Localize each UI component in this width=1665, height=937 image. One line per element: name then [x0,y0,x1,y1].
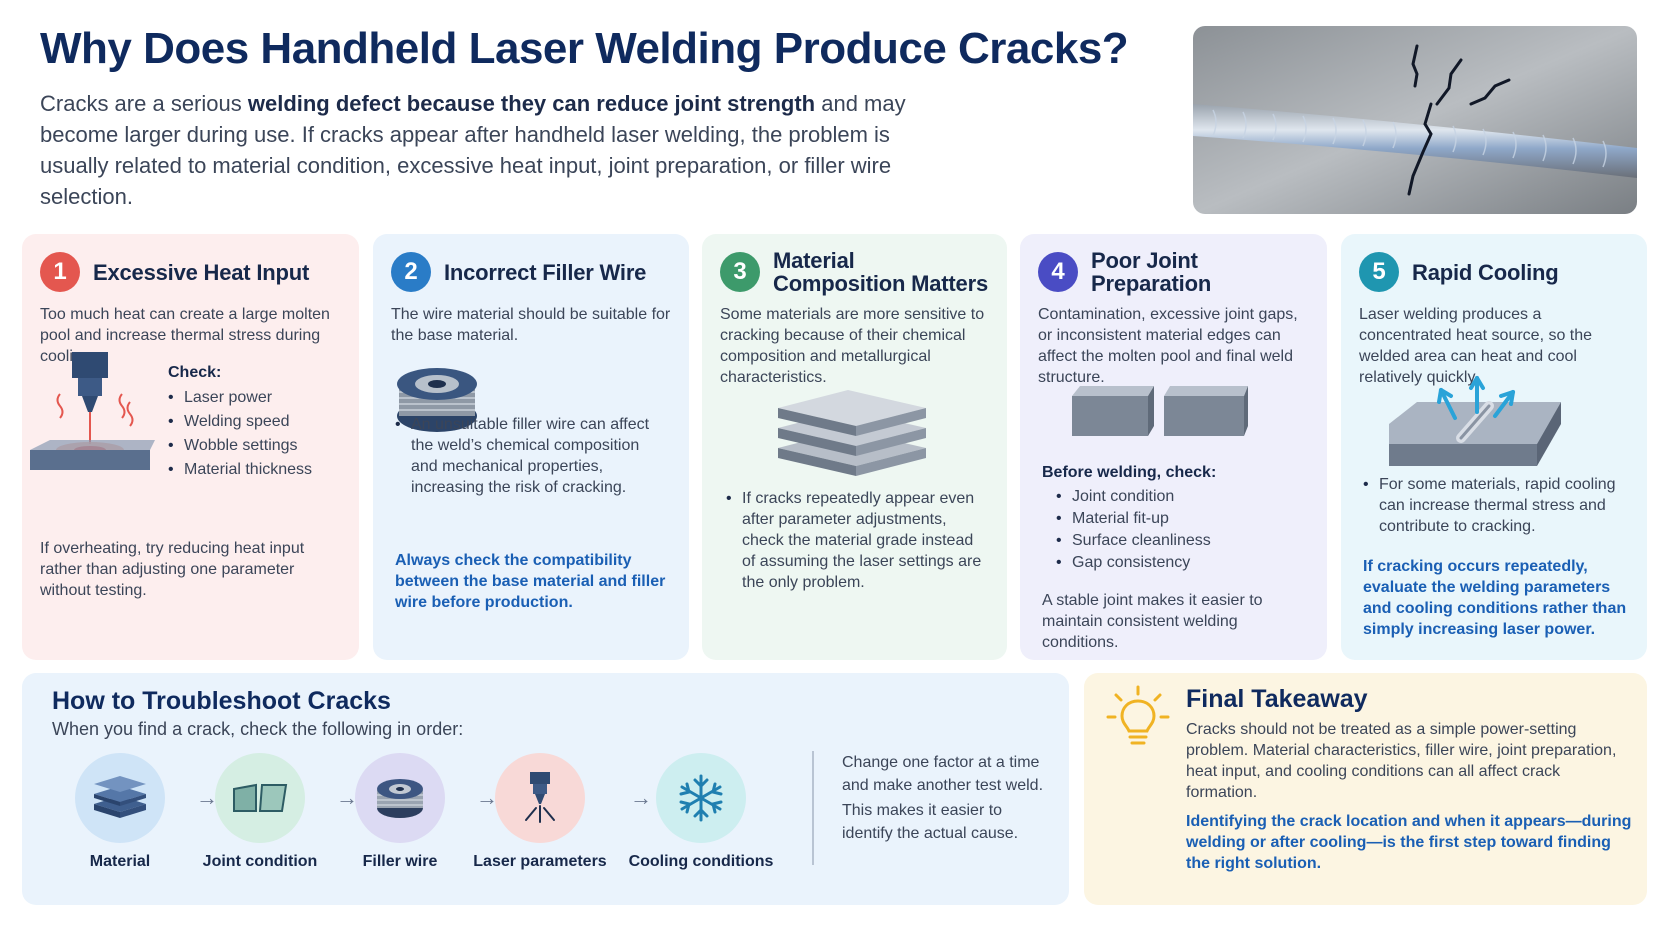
card-description: Contamination, excessive joint gaps, or … [1038,306,1298,386]
list-item: Wobble settings [168,435,312,456]
list-item: Laser power [168,387,312,408]
step-material: Material [50,753,190,871]
troubleshoot-note-1: Change one factor at a time and make ano… [842,754,1044,794]
step-label: Joint condition [202,853,318,870]
troubleshoot-steps: Material → Joint condition → Filler wire… [50,753,810,883]
arrow-right-icon: → [196,785,218,810]
card-header: 3 Material Composition Matters [720,248,989,296]
card-note: If overheating, try reducing heat input … [40,540,305,599]
card-description: Too much heat can create a large molten … [40,306,330,365]
troubleshoot-subtitle: When you find a crack, check the followi… [52,719,464,739]
page-title: Why Does Handheld Laser Welding Produce … [40,24,1129,73]
troubleshoot-note-2: This makes it easier to identify the act… [842,802,1019,842]
card-material-composition: 3 Material Composition Matters Some mate… [702,234,1007,660]
takeaway-highlight: Identifying the crack location and when … [1186,813,1632,872]
takeaway-panel: Final Takeaway Cracks should not be trea… [1084,673,1647,905]
takeaway-body: Cracks should not be treated as a simple… [1186,721,1617,801]
number-badge: 5 [1359,252,1399,292]
card-incorrect-filler-wire: 2 Incorrect Filler Wire The wire materia… [373,234,689,660]
laser-heat-icon [30,352,155,477]
weld-seam-illustration [1193,26,1637,214]
troubleshoot-title: How to Troubleshoot Cracks [52,687,391,715]
intro-post: and may become larger during use. If cra… [40,91,906,209]
number-badge: 4 [1038,252,1078,292]
intro-pre: Cracks are a serious [40,91,248,116]
step-cooling-conditions: Cooling conditions [626,753,776,871]
laser-head-icon [495,753,585,843]
list-item: Surface cleanliness [1056,530,1216,551]
joint-plates-icon [215,753,305,843]
number-badge: 1 [40,252,80,292]
step-label: Laser parameters [473,853,607,870]
card-title: Incorrect Filler Wire [444,259,647,285]
card-note: A stable joint makes it easier to mainta… [1042,592,1263,651]
stacked-plates-icon [778,386,928,487]
number-badge: 3 [720,252,760,292]
step-label: Material [89,853,151,870]
card-title: Rapid Cooling [1412,259,1559,285]
header: Why Does Handheld Laser Welding Produce … [40,20,1160,212]
card-description: Some materials are more sensitive to cra… [720,306,985,386]
card-title: Poor Joint Preparation [1091,248,1212,296]
intro-text: Cracks are a serious welding defect beca… [40,88,910,212]
troubleshoot-note: Change one factor at a time and make ano… [842,751,1057,845]
step-label: Cooling conditions [628,853,774,870]
card-rapid-cooling: 5 Rapid Cooling Laser welding produces a… [1341,234,1647,660]
divider [812,751,814,865]
card-bullet: An unsuitable filler wire can affect the… [395,414,665,498]
list-item: Welding speed [168,411,312,432]
list-item: Material thickness [168,459,312,480]
check-list: Before welding, check: Joint condition M… [1042,462,1216,573]
takeaway-title: Final Takeaway [1186,685,1368,713]
card-title: Excessive Heat Input [93,259,310,285]
card-bullet: If cracks repeatedly appear even after p… [726,488,991,593]
card-description: Laser welding produces a concentrated he… [1359,306,1593,386]
intro-bold: welding defect because they can reduce j… [247,91,816,116]
lightbulb-icon [1106,685,1170,760]
step-label: Filler wire [362,853,438,870]
troubleshoot-panel: How to Troubleshoot Cracks When you find… [22,673,1069,905]
card-highlight: If cracking occurs repeatedly, evaluate … [1363,558,1627,638]
check-label: Check: [168,364,222,381]
joint-plates-icon [1072,386,1252,447]
card-header: 2 Incorrect Filler Wire [391,250,671,294]
cooling-plate-icon [1377,372,1567,477]
card-highlight: Always check the compatibility between t… [395,552,666,611]
arrow-right-icon: → [630,785,652,810]
list-item: Joint condition [1056,486,1216,507]
step-joint-condition: Joint condition [190,753,330,871]
list-item: Material fit-up [1056,508,1216,529]
card-header: 5 Rapid Cooling [1359,250,1629,294]
card-excessive-heat-input: 1 Excessive Heat Input Too much heat can… [22,234,359,660]
card-description: The wire material should be suitable for… [391,306,671,344]
card-bullet: For some materials, rapid cooling can in… [1363,474,1629,537]
card-poor-joint-preparation: 4 Poor Joint Preparation Contamination, … [1020,234,1327,660]
number-badge: 2 [391,252,431,292]
snowflake-icon [656,753,746,843]
step-filler-wire: Filler wire [330,753,470,871]
arrow-right-icon: → [336,785,358,810]
arrow-right-icon: → [476,785,498,810]
weld-crack-photo [1193,26,1637,214]
stacked-plates-icon [75,753,165,843]
card-title: Material Composition Matters [773,248,988,296]
check-label: Before welding, check: [1042,464,1217,481]
card-header: 4 Poor Joint Preparation [1038,248,1309,296]
list-item: Gap consistency [1056,552,1216,573]
wire-spool-icon [355,753,445,843]
step-laser-parameters: Laser parameters [470,753,610,871]
check-list: Check: Laser power Welding speed Wobble … [168,362,312,480]
card-header: 1 Excessive Heat Input [40,250,341,294]
